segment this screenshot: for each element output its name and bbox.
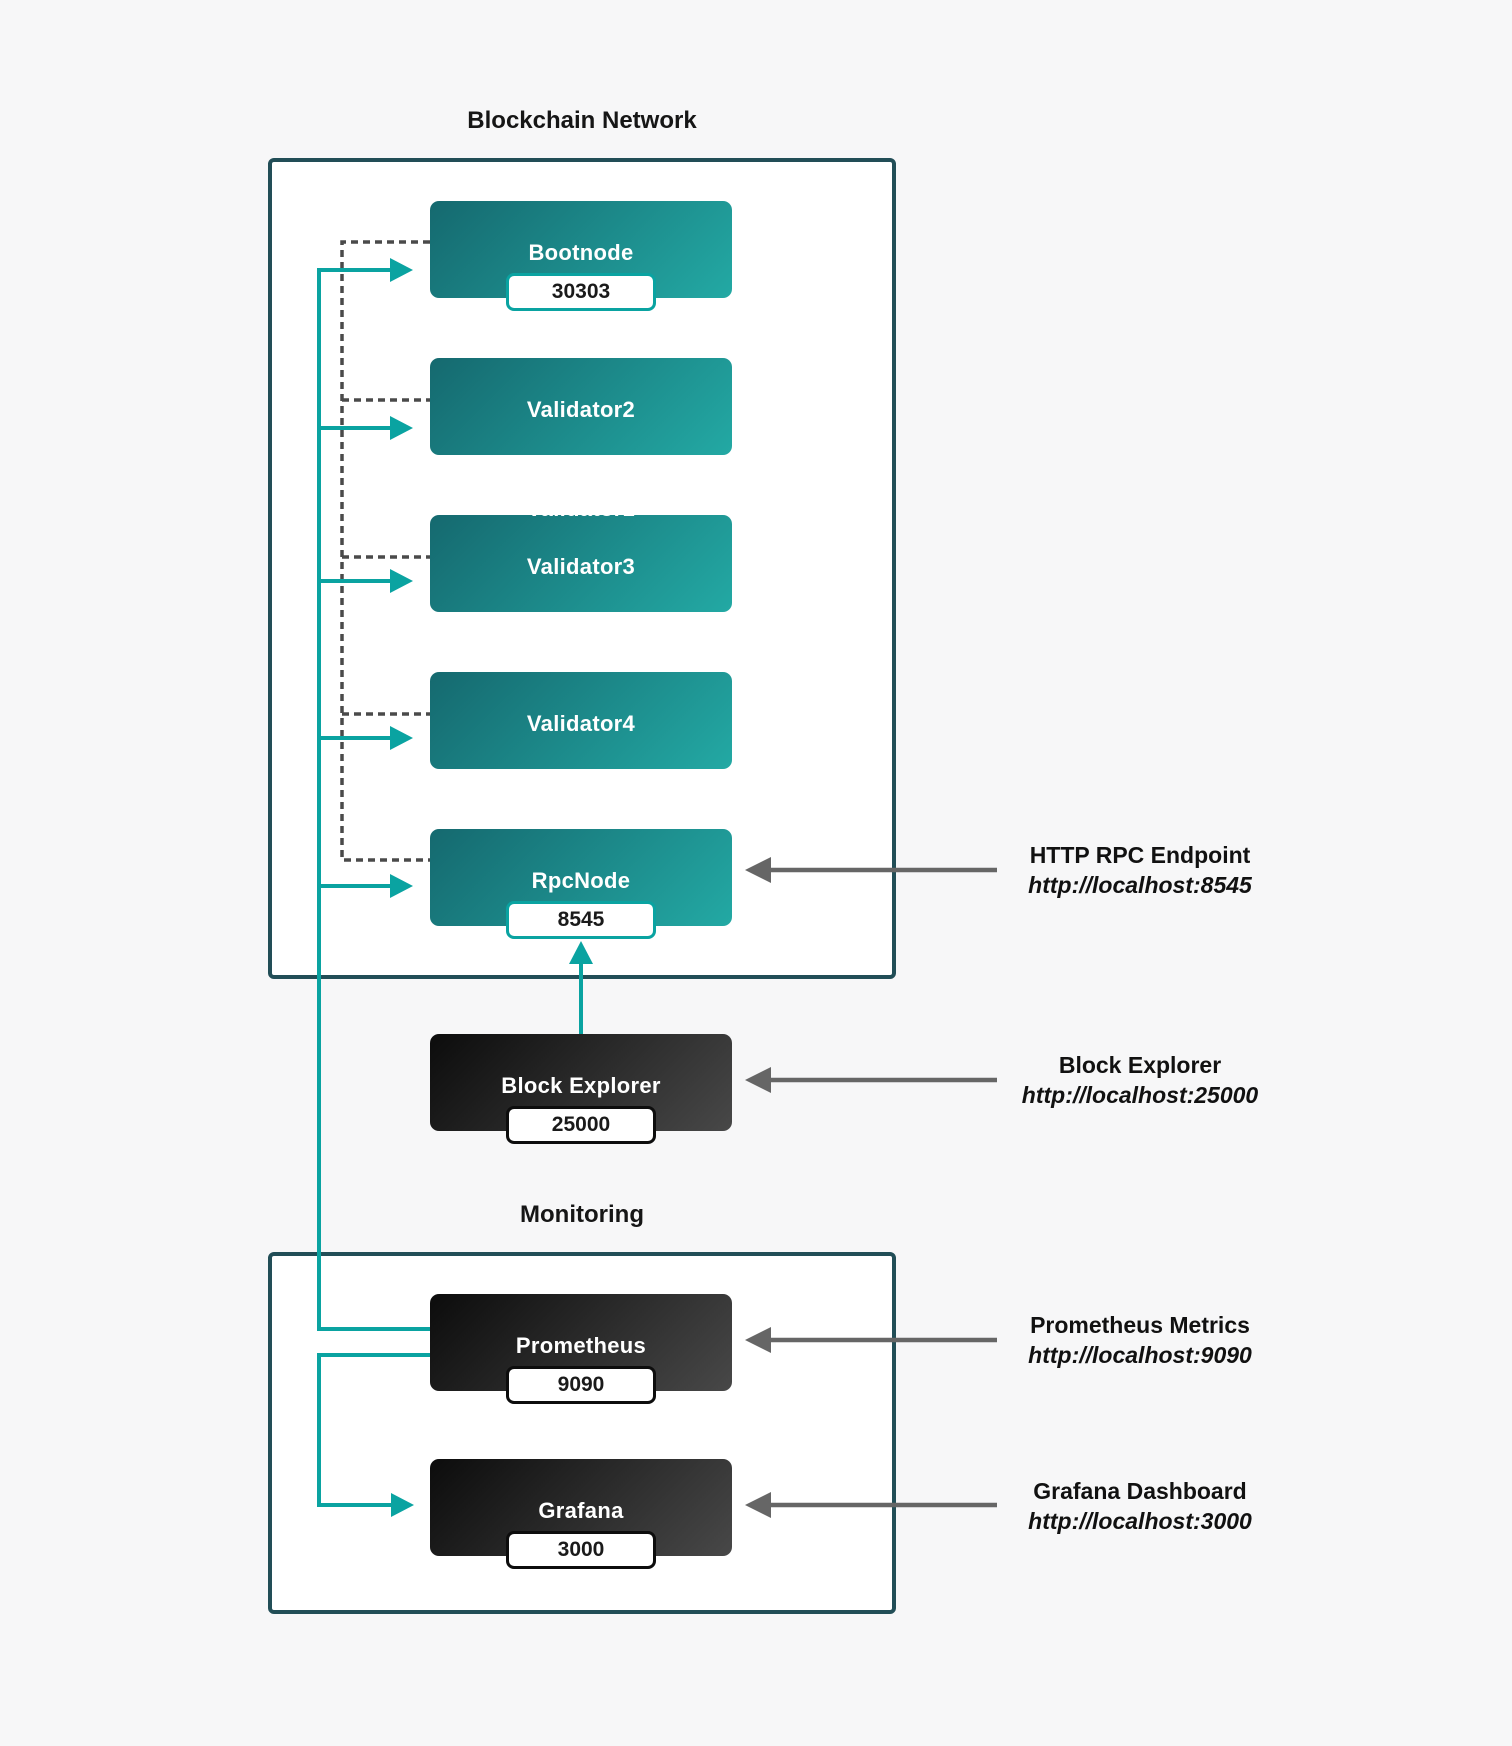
- port-badge: 25000: [506, 1106, 656, 1144]
- annotation-grafana-dashboard: Grafana Dashboard http://localhost:3000: [960, 1476, 1320, 1536]
- annotation-url: http://localhost:25000: [1021, 1082, 1259, 1108]
- port-badge: 30303: [506, 273, 656, 311]
- port-badge: 9090: [506, 1366, 656, 1404]
- node-label: Validator3: [526, 554, 636, 579]
- node-validator3: Validator3: [430, 515, 732, 612]
- node-label: Prometheus: [515, 1333, 647, 1358]
- arrowhead-block-explorer: [745, 1067, 771, 1093]
- node-block-explorer: Block Explorer 25000: [430, 1034, 732, 1144]
- port-badge: 8545: [506, 901, 656, 939]
- port-badge: 3000: [506, 1531, 656, 1569]
- annotation-url: http://localhost:9090: [1028, 1342, 1252, 1368]
- annotation-http-rpc-endpoint: HTTP RPC Endpoint http://localhost:8545: [960, 840, 1320, 900]
- monitoring-title: Monitoring: [520, 1201, 644, 1228]
- annotation-block-explorer: Block Explorer http://localhost:25000: [960, 1050, 1320, 1110]
- node-label: Validator4: [526, 711, 636, 736]
- annotation-prometheus-metrics: Prometheus Metrics http://localhost:9090: [960, 1310, 1320, 1370]
- annotation-title: Block Explorer: [1058, 1052, 1222, 1078]
- node-label: Bootnode: [528, 240, 634, 265]
- node-rpcnode: RpcNode 8545: [430, 829, 732, 939]
- annotation-title: Grafana Dashboard: [1033, 1478, 1247, 1504]
- node-prometheus: Prometheus 9090: [430, 1294, 732, 1404]
- node-validator2: Validator2: [430, 358, 732, 455]
- annotation-title: Prometheus Metrics: [1030, 1312, 1250, 1338]
- node-label: Block Explorer: [501, 1073, 661, 1098]
- blockchain-network-title: Blockchain Network: [467, 107, 697, 134]
- annotation-title: HTTP RPC Endpoint: [1029, 842, 1251, 868]
- node-validator4: Validator4: [430, 672, 732, 769]
- node-grafana: Grafana 3000: [430, 1459, 732, 1569]
- annotation-url: http://localhost:3000: [1028, 1508, 1252, 1534]
- node-label: RpcNode: [531, 868, 631, 893]
- node-label: Validator2: [526, 397, 636, 422]
- node-bootnode: Bootnode 30303: [430, 201, 732, 311]
- node-label: Grafana: [538, 1498, 624, 1523]
- annotation-url: http://localhost:8545: [1028, 872, 1252, 898]
